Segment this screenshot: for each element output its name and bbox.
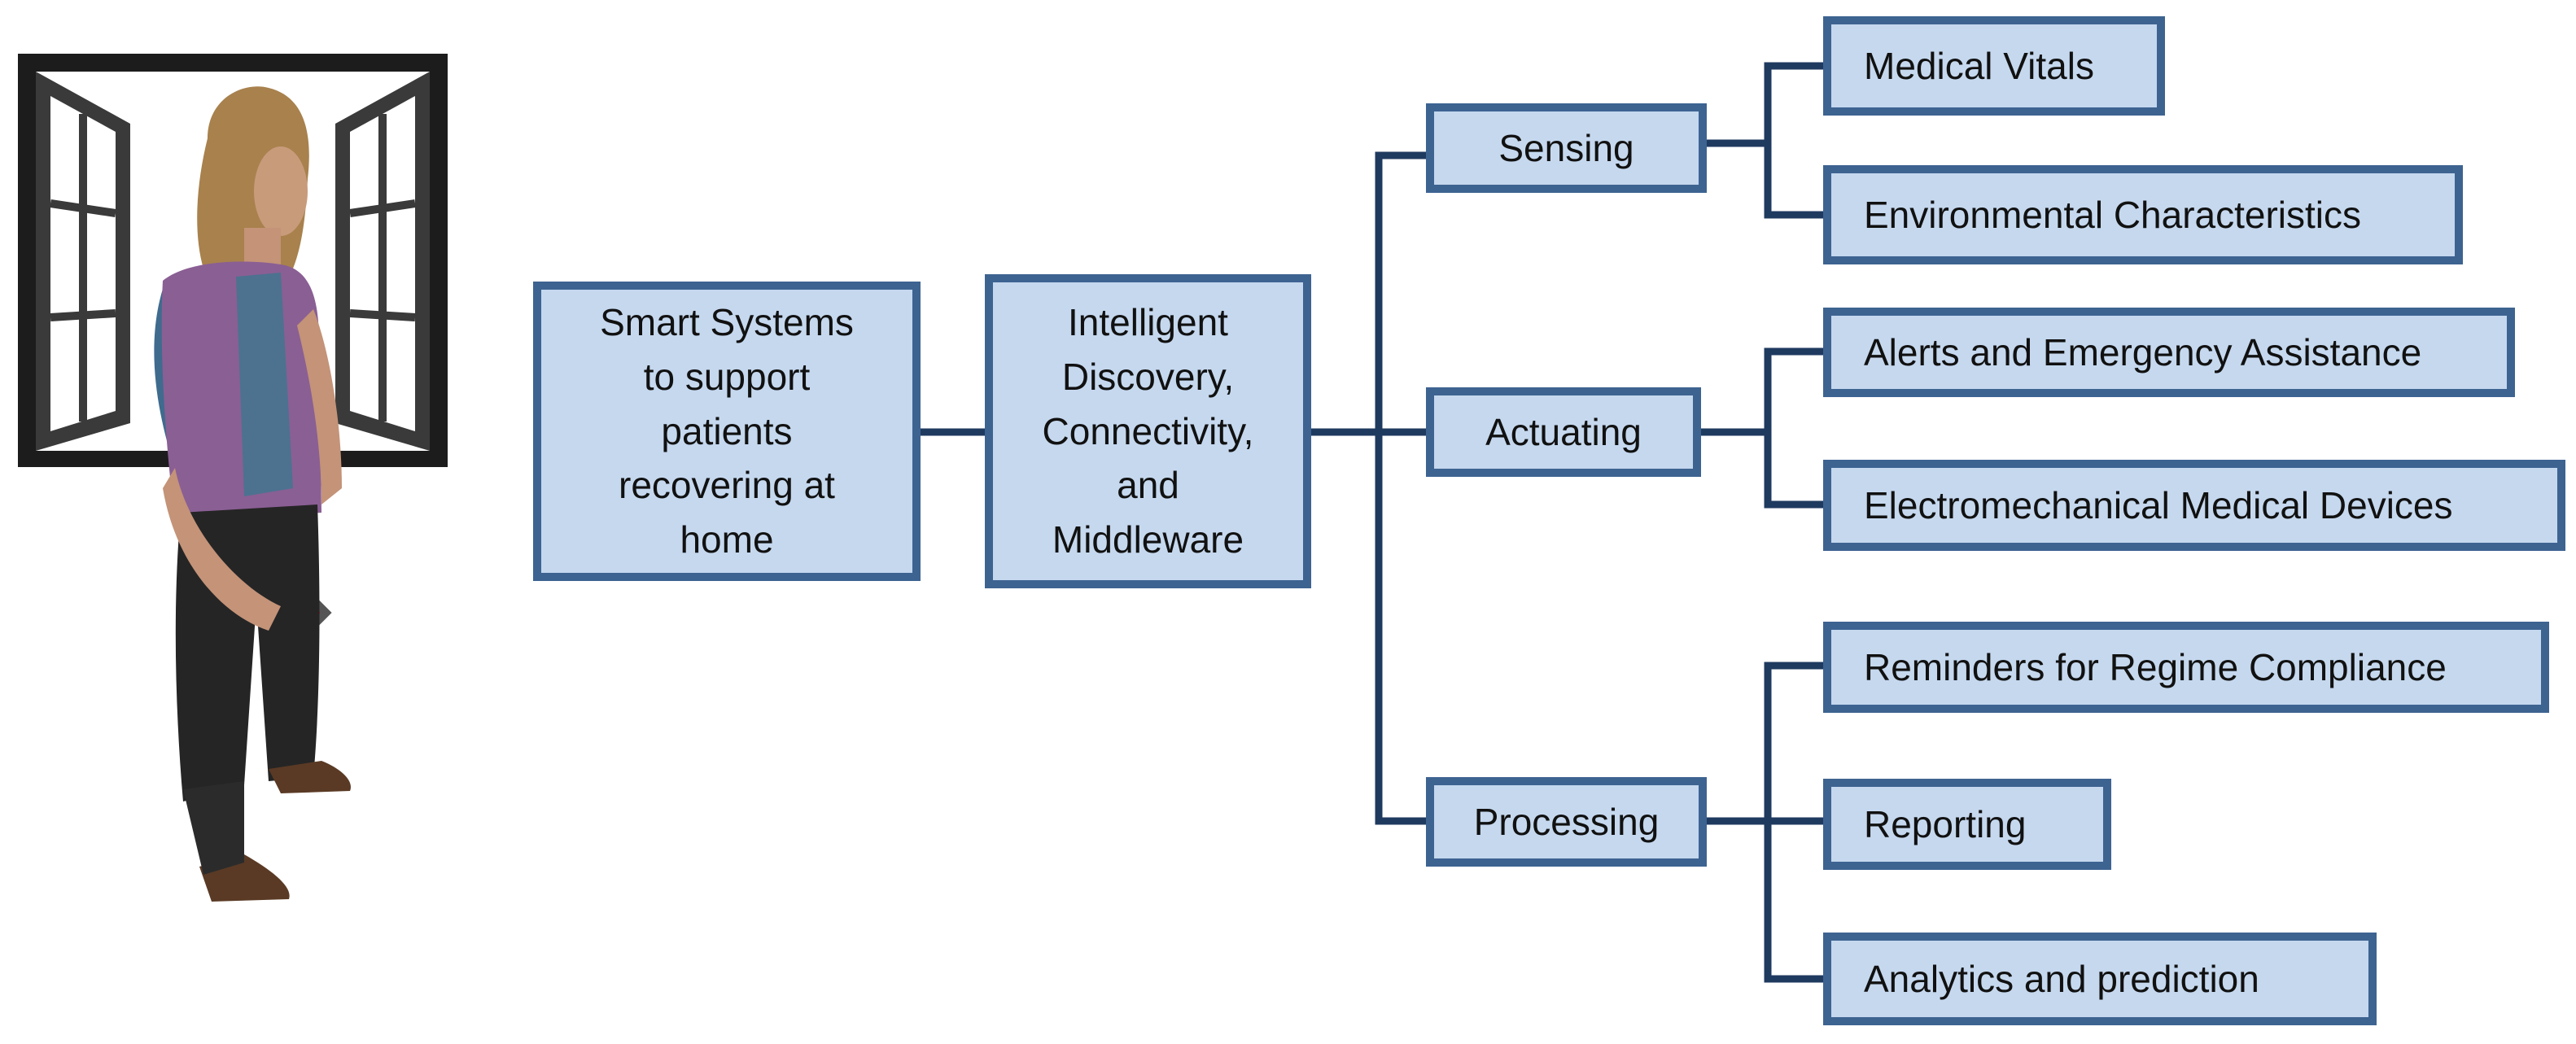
branch-node-label: Sensing xyxy=(1498,126,1634,169)
connector-lines xyxy=(916,62,1827,983)
leaf-node-label: Analytics and prediction xyxy=(1864,957,2259,1000)
leaf-node-label: Medical Vitals xyxy=(1864,44,2094,87)
branch-node-label: Processing xyxy=(1473,800,1660,843)
leaf-node-reporting: Reporting xyxy=(1823,779,2111,870)
middleware-node: Intelligent Discovery, Connectivity, and… xyxy=(985,274,1311,588)
leaf-node-environmental-characteristics: Environmental Characteristics xyxy=(1823,165,2463,264)
leaf-node-reminders-compliance: Reminders for Regime Compliance xyxy=(1823,622,2549,713)
leaf-node-alerts-emergency: Alerts and Emergency Assistance xyxy=(1823,308,2515,397)
leaf-node-analytics-prediction: Analytics and prediction xyxy=(1823,933,2377,1025)
standing-woman-with-device-icon xyxy=(154,86,351,902)
root-node: Smart Systems to support patients recove… xyxy=(533,282,921,581)
root-node-label: Smart Systems to support patients recove… xyxy=(600,301,854,561)
branch-node-processing: Processing xyxy=(1426,777,1707,867)
leaf-node-label: Electromechanical Medical Devices xyxy=(1864,483,2453,526)
leaf-node-label: Alerts and Emergency Assistance xyxy=(1864,330,2422,373)
leaf-node-medical-vitals: Medical Vitals xyxy=(1823,16,2165,116)
leaf-node-electromechanical-devices: Electromechanical Medical Devices xyxy=(1823,460,2565,551)
leaf-node-label: Reminders for Regime Compliance xyxy=(1864,645,2447,688)
leaf-node-label: Environmental Characteristics xyxy=(1864,193,2362,236)
middleware-node-label: Intelligent Discovery, Connectivity, and… xyxy=(1042,301,1254,561)
branch-node-actuating: Actuating xyxy=(1426,387,1701,477)
branch-node-sensing: Sensing xyxy=(1426,103,1707,193)
leaf-node-label: Reporting xyxy=(1864,802,2027,845)
branch-node-label: Actuating xyxy=(1485,410,1642,453)
